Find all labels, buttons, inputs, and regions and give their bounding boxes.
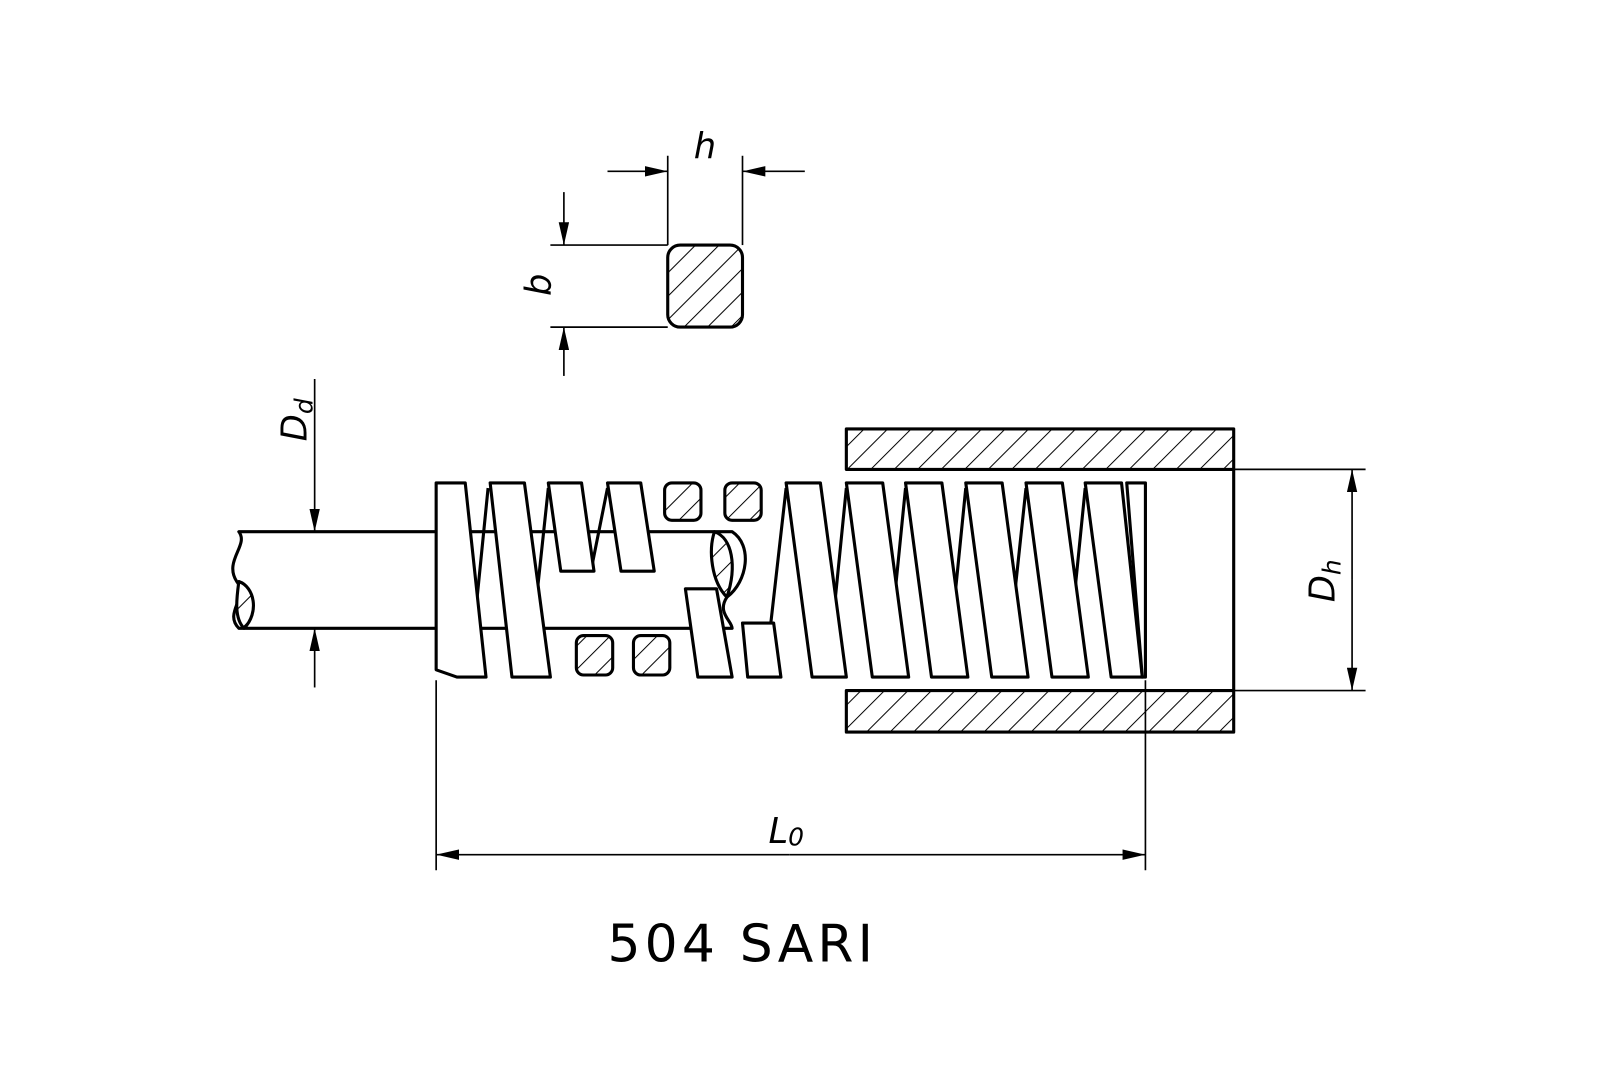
dimension-label-Dd: Dd	[274, 398, 318, 441]
sleeve	[844, 427, 1236, 734]
dimension-h: h	[607, 126, 805, 246]
coil-sections	[574, 481, 763, 677]
spring-back-coils	[470, 487, 1087, 645]
dimension-label-L0: L0	[768, 811, 804, 852]
drawing-title: 504 SARI	[608, 915, 878, 975]
dimension-label-Dh: Dh	[1302, 559, 1346, 602]
dimension-label-b: b	[518, 274, 559, 296]
dimension-Dd: Dd	[274, 379, 320, 688]
spring-coils	[434, 481, 1147, 679]
dimension-L0: L0	[435, 680, 1147, 871]
guide-rod	[231, 530, 747, 630]
dimension-b: b	[518, 192, 668, 376]
dimension-Dh: Dh	[1233, 468, 1366, 692]
dimension-label-h: h	[694, 126, 716, 167]
wire-cross-section	[666, 243, 745, 329]
